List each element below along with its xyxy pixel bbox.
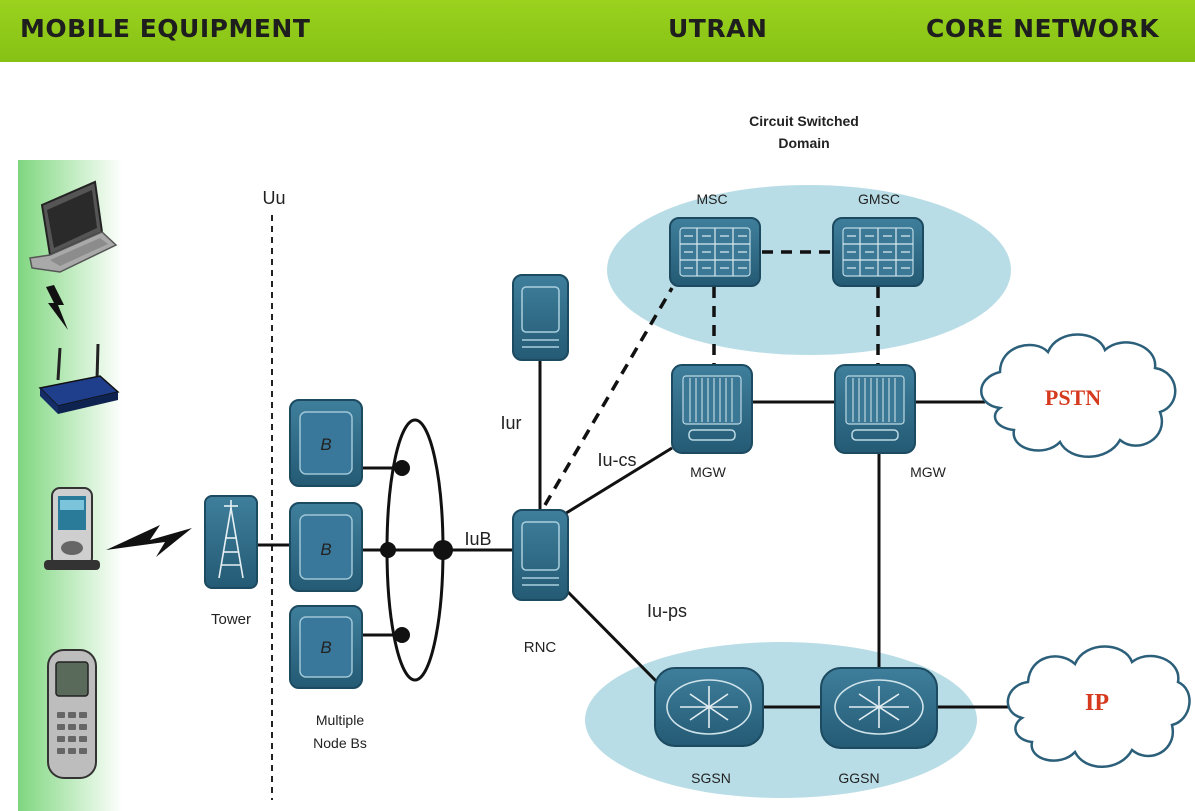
bus-dot xyxy=(394,460,410,476)
ggsn-icon xyxy=(820,667,938,749)
iub-label: IuB xyxy=(464,529,491,549)
gmsc-label: GMSC xyxy=(858,191,900,207)
node-b-3: B xyxy=(289,605,363,689)
laptop-icon xyxy=(29,180,118,273)
header-mobile-equipment: MOBILE EQUIPMENT xyxy=(20,14,311,43)
msc-icon xyxy=(669,217,761,287)
multiple-node-bs-label-line1: Multiple xyxy=(316,712,364,728)
mgw-1-label: MGW xyxy=(690,464,727,480)
link-iu-ps xyxy=(566,590,660,685)
header-core-network: CORE NETWORK xyxy=(926,14,1160,43)
ip-cloud: IP xyxy=(1006,645,1191,768)
node-b-letter: B xyxy=(320,638,331,657)
ip-label: IP xyxy=(1085,690,1109,716)
node-b-letter: B xyxy=(320,435,331,454)
node-b-1: B xyxy=(289,399,363,487)
mgw-2-label: MGW xyxy=(910,464,947,480)
circuit-switched-domain-ellipse xyxy=(607,185,1011,355)
header-utran: UTRAN xyxy=(668,14,768,43)
iur-label: Iur xyxy=(500,413,521,433)
link-rnc-msc xyxy=(543,287,674,506)
msc-label: MSC xyxy=(696,191,727,207)
node-b-letter: B xyxy=(320,540,331,559)
ggsn-label: GGSN xyxy=(838,770,879,786)
iu-ps-label: Iu-ps xyxy=(647,601,687,621)
gmsc-icon xyxy=(832,217,924,287)
link-iu-cs xyxy=(562,446,673,517)
mgw-2-icon xyxy=(834,364,916,454)
bus-dot xyxy=(433,540,453,560)
rnc-icon xyxy=(512,509,569,601)
pda-icon xyxy=(44,487,100,570)
tower-label: Tower xyxy=(211,611,251,628)
circuit-switched-label-line1: Circuit Switched xyxy=(749,113,859,129)
radio-lightning-icon xyxy=(106,525,192,557)
router-icon xyxy=(38,343,120,414)
circuit-switched-label-line2: Domain xyxy=(778,135,829,151)
mgw-1-icon xyxy=(671,364,753,454)
lightning-icon xyxy=(46,285,68,330)
sgsn-label: SGSN xyxy=(691,770,731,786)
iu-cs-label: Iu-cs xyxy=(597,450,636,470)
bus-dot xyxy=(380,542,396,558)
links xyxy=(257,358,1012,709)
sgsn-icon xyxy=(654,667,764,747)
tower-icon xyxy=(204,495,258,589)
node-b-2: B xyxy=(289,502,363,592)
bus-dot xyxy=(394,627,410,643)
header-bar: MOBILE EQUIPMENT UTRAN CORE NETWORK xyxy=(0,0,1195,62)
pstn-cloud: PSTN xyxy=(980,333,1177,458)
multiple-node-bs-label-line2: Node Bs xyxy=(313,735,367,751)
mobile-phone-icon xyxy=(47,649,97,779)
rnc-label: RNC xyxy=(524,639,557,656)
dashed-links xyxy=(543,250,880,506)
pstn-label: PSTN xyxy=(1045,385,1101,410)
iur-rnc-icon xyxy=(512,274,569,361)
uu-label: Uu xyxy=(262,188,285,208)
